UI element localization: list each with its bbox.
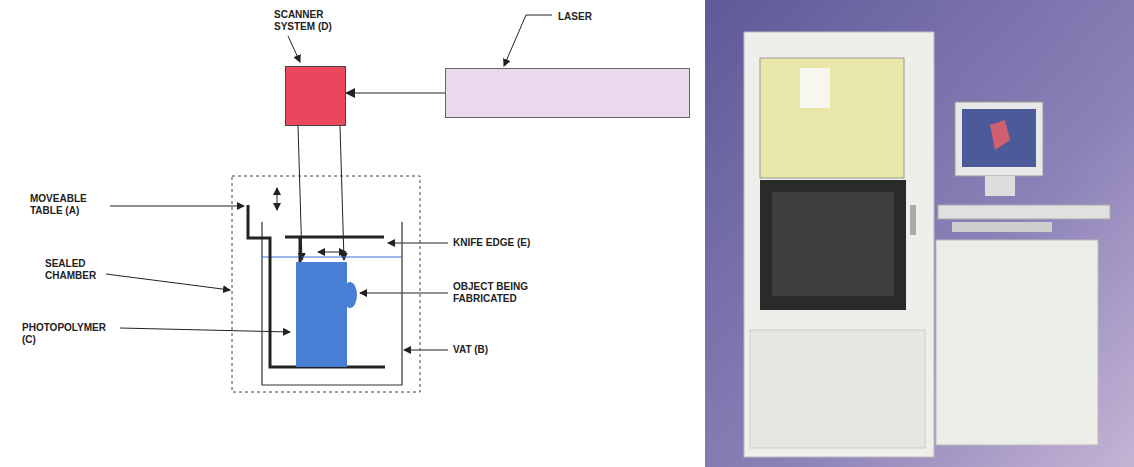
part-label: SCANNER SYSTEM (D)	[274, 9, 354, 33]
part-label: PHOTOPOLYMER (C)	[22, 322, 122, 346]
part-label: LASER	[558, 11, 618, 23]
part-label: KNIFE EDGE (E)	[453, 237, 563, 249]
beam-arrow	[346, 93, 445, 94]
scanner-box: SCANNER SYSTEM (D)	[285, 66, 346, 126]
part-label: SEALED CHAMBER	[45, 258, 105, 282]
laser-box: LASER	[445, 68, 690, 118]
part-label: OBJECT BEING FABRICATED	[453, 281, 553, 305]
part-label: VAT (B)	[453, 344, 523, 356]
part-label: MOVEABLE TABLE (A)	[30, 193, 105, 217]
